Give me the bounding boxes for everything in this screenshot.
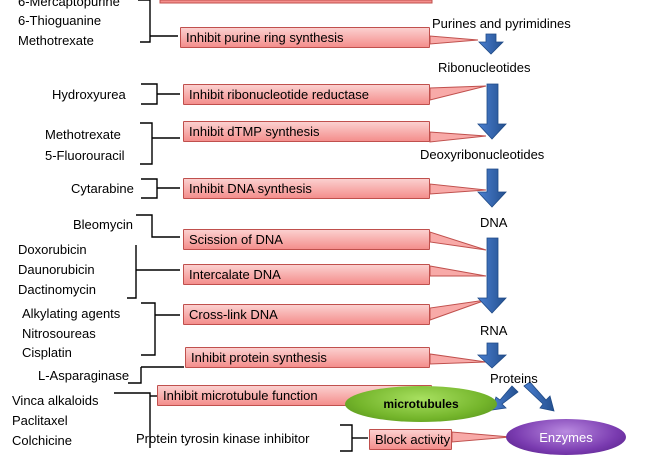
- pathway-proteins: Proteins: [490, 371, 538, 386]
- pathway-dna: DNA: [480, 215, 508, 230]
- drug-methotrexate: Methotrexate: [18, 33, 94, 48]
- mechanism-ribonucleotide-reductase: Inhibit ribonucleotide reductase: [183, 84, 430, 105]
- drug-paclitaxel: Paclitaxel: [12, 413, 68, 428]
- arrow-rna-to-proteins: [476, 342, 508, 369]
- mechanism-purine-ring: Inhibit purine ring synthesis: [180, 27, 430, 48]
- mechanism-intercalate-dna: Intercalate DNA: [183, 264, 430, 285]
- drug-daunorubicin: Daunorubicin: [18, 262, 95, 277]
- pathway-ribonucleotides: Ribonucleotides: [438, 60, 531, 75]
- enzymes-node: Enzymes: [506, 419, 626, 455]
- drug-6-thioguanine: 6-Thioguanine: [18, 13, 102, 28]
- drug-dactinomycin: Dactinomycin: [18, 282, 97, 297]
- drug-cisplatin: Cisplatin: [22, 345, 72, 360]
- drug-brackets: [114, 0, 368, 452]
- microtubules-node: microtubules: [345, 386, 497, 422]
- bracket-alkylators: [141, 302, 156, 356]
- mechanism-dtmp-synthesis: Inhibit dTMP synthesis: [183, 121, 430, 142]
- pathway-purines-pyrimidines: Purines and pyrimidines: [432, 16, 571, 31]
- drug-5-fluorouracil: 5-Fluorouracil: [45, 148, 125, 163]
- drug-tki: Protein tyrosin kinase inhibitor: [136, 431, 310, 446]
- mechanism-protein-synthesis: Inhibit protein synthesis: [185, 347, 430, 368]
- drug-bleomycin: Bleomycin: [73, 217, 133, 232]
- bracket-microtubule-drugs: [114, 392, 151, 448]
- tail-intercalate: [429, 265, 487, 277]
- mechanism-scission-dna: Scission of DNA: [183, 229, 430, 250]
- arrow-proteins-to-microtubules: [491, 385, 519, 411]
- bracket-dtmp: [140, 122, 153, 165]
- drug-nitrosoureas: Nitrosoureas: [22, 326, 96, 341]
- drug-hydroxyurea: Hydroxyurea: [52, 87, 126, 102]
- drug-colchicine: Colchicine: [12, 433, 72, 448]
- pathway-deoxyribonucleotides: Deoxyribonucleotides: [420, 147, 545, 162]
- tail-block: [451, 431, 511, 443]
- bracket-anthracyclines: [127, 245, 137, 299]
- pathway-rna: RNA: [480, 323, 508, 338]
- top-box-fragment: [159, 0, 433, 4]
- tail-dtmp: [429, 131, 487, 143]
- tail-scission: [429, 231, 487, 251]
- drug-vinca-alkaloids: Vinca alkaloids: [12, 393, 99, 408]
- arrow-ribo-to-deoxy: [477, 83, 507, 140]
- mechanism-block-activity: Block activity: [369, 429, 452, 450]
- arrow-deoxy-to-dna: [477, 168, 507, 208]
- drug-methotrexate-dtmp: Methotrexate: [45, 127, 121, 142]
- tail-crosslink: [429, 299, 487, 321]
- arrow-proteins-to-enzymes: [523, 381, 555, 412]
- bracket-cytarabine: [141, 178, 158, 199]
- bracket-asparaginase: [128, 367, 142, 384]
- bracket-purine-drugs: [138, 0, 151, 43]
- drug-6-mercaptopurine: 6-Mercaptopurine: [18, 0, 120, 9]
- pathway-arrows: [476, 33, 555, 412]
- bracket-tki: [340, 424, 353, 452]
- mechanism-cross-link-dna: Cross-link DNA: [183, 304, 430, 325]
- drug-alkylating-agents: Alkylating agents: [22, 306, 121, 321]
- arrow-purines-to-ribo: [478, 33, 504, 55]
- tail-purine: [429, 35, 479, 45]
- drug-doxorubicin: Doxorubicin: [18, 242, 87, 257]
- bracket-hydroxyurea: [141, 83, 158, 105]
- tail-ribonucleotide: [429, 85, 487, 101]
- mechanism-dna-synthesis: Inhibit DNA synthesis: [183, 178, 430, 199]
- drug-l-asparaginase: L-Asparaginase: [38, 368, 130, 383]
- tail-protein: [429, 353, 487, 365]
- drug-cytarabine: Cytarabine: [71, 181, 134, 196]
- tail-dna-synthesis: [429, 183, 487, 195]
- bracket-bleomycin: [136, 214, 180, 238]
- arrow-dna-to-rna: [477, 237, 507, 314]
